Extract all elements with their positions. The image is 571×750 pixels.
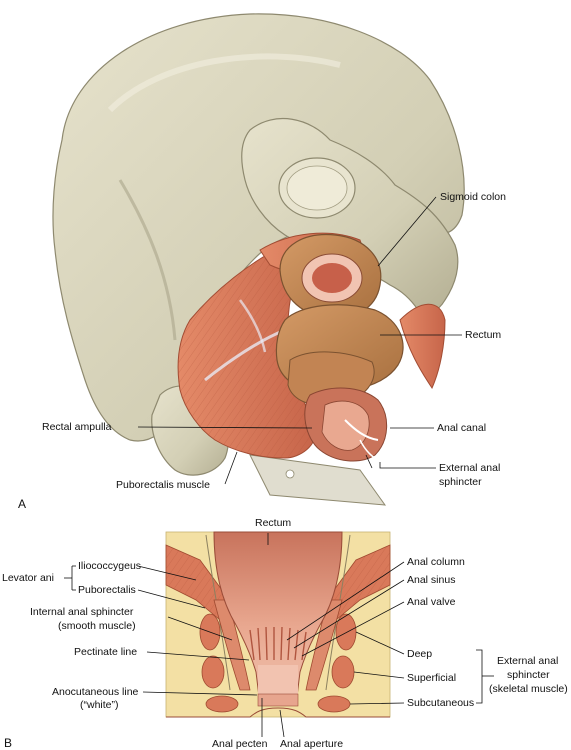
panel-b-illustration: B Rectum Levator ani Iliococcygeus Pubor… [2,517,568,750]
panel-b-letter: B [4,736,12,750]
label-deep: Deep [407,648,432,660]
label-rectal-ampulla: Rectal ampulla [42,421,112,433]
label-anal-sinus: Anal sinus [407,574,455,586]
label-external-anal-sphincter-b1: External anal [497,655,558,667]
label-anal-pecten: Anal pecten [212,738,268,750]
label-puborectalis-muscle: Puborectalis muscle [116,479,210,491]
label-iliococcygeus: Iliococcygeus [78,560,141,572]
panel-a-letter: A [18,497,26,511]
label-subcutaneous: Subcutaneous [407,697,474,709]
label-external-anal-sphincter-a1: External anal [439,462,500,474]
label-sigmoid-colon: Sigmoid colon [440,191,506,203]
anal-columns [249,626,307,661]
label-anal-valve: Anal valve [407,596,456,608]
label-rectum: Rectum [465,329,501,341]
label-anal-canal: Anal canal [437,422,486,434]
label-anal-aperture: Anal aperture [280,738,343,750]
label-rectum-b: Rectum [255,517,291,529]
label-external-anal-sphincter-b3: (skeletal muscle) [489,683,568,695]
label-internal-anal-sphincter-2: (smooth muscle) [58,620,136,632]
label-external-anal-sphincter-b2: sphincter [507,669,550,681]
label-anocutaneous-line-1: Anocutaneous line [52,686,139,698]
label-puborectalis: Puborectalis [78,584,136,596]
label-superficial: Superficial [407,672,456,684]
label-pectinate-line: Pectinate line [74,646,137,658]
external-sphincter-left [199,613,239,713]
panel-a-illustration: A Sigmoid colon Rectum Rectal ampulla An… [18,13,506,511]
pubic-plate [249,454,387,506]
external-sphincter-right [317,613,357,713]
label-internal-anal-sphincter-1: Internal anal sphincter [30,606,134,618]
label-levator-ani: Levator ani [2,572,54,584]
label-anocutaneous-line-2: (“white”) [80,699,119,711]
label-anal-column: Anal column [407,556,465,568]
label-external-anal-sphincter-a2: sphincter [439,476,482,488]
